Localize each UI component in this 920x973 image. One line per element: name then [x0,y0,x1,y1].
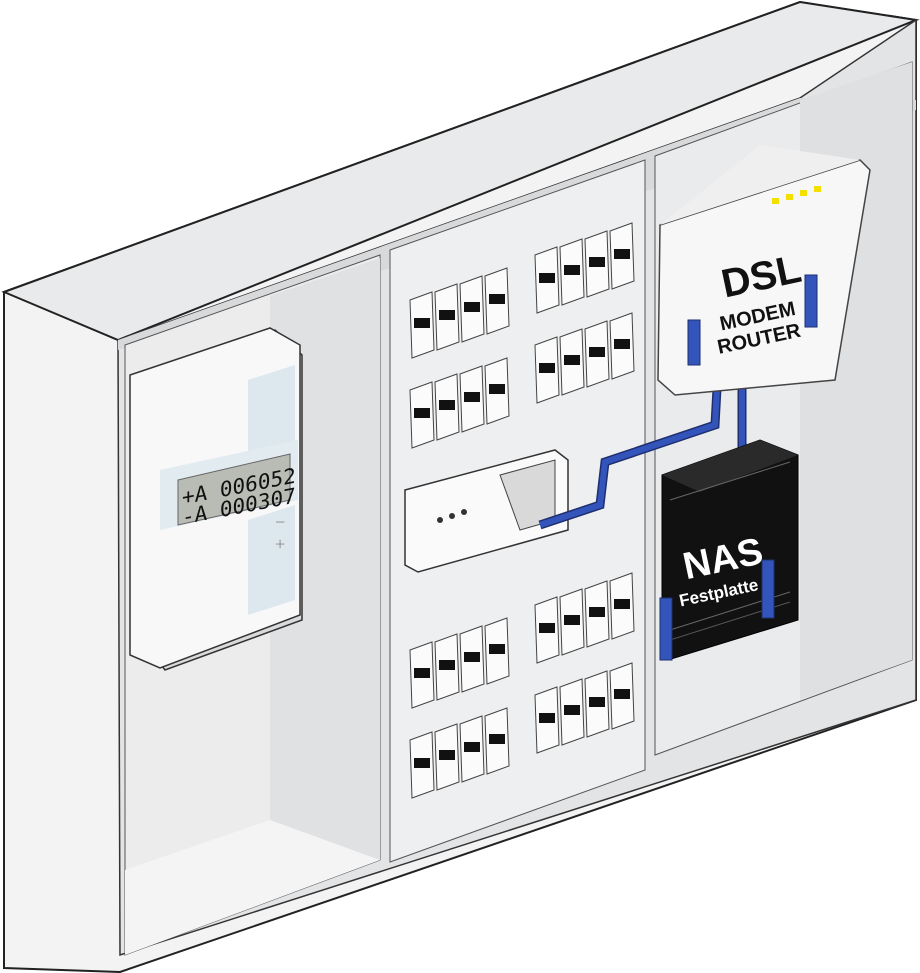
breaker-switch [539,273,555,283]
breaker-switch [414,318,430,328]
breaker-switch [489,734,505,744]
breaker-switch [414,668,430,678]
breaker-switch [614,599,630,609]
circuit-breakers [409,222,635,799]
breaker-switch [589,347,605,357]
meter-display [177,453,291,526]
breaker-switch [539,363,555,373]
breaker-switch [564,355,580,365]
breaker-switch [464,652,480,662]
breaker-switch [464,392,480,402]
breaker-switch [614,249,630,259]
breaker-switch [464,302,480,312]
breaker-switch [439,400,455,410]
nas-drive: NAS Festplatte [659,439,799,661]
breaker-switch [439,750,455,760]
breaker-switch [539,713,555,723]
breaker-switch [489,294,505,304]
breaker-switch [539,623,555,633]
breaker-switch [489,384,505,394]
dsl-modem-router: DSL MODEM ROUTER [657,145,871,396]
minus-icon: − [275,512,285,532]
breaker-switch [589,257,605,267]
breaker-switch [414,758,430,768]
breaker-switch [589,697,605,707]
breaker-switch [589,607,605,617]
breaker-switch [614,339,630,349]
breaker-switch [439,310,455,320]
breaker-switch [564,615,580,625]
breaker-switch [614,689,630,699]
electricity-meter: +A 006052 -A 000307 − + [129,327,303,671]
status-led-icons [772,186,821,204]
breaker-switch [564,265,580,275]
breaker-switch [489,644,505,654]
breaker-switch [439,660,455,670]
breaker-switch [414,408,430,418]
breaker-switch [564,705,580,715]
breaker-switch [464,742,480,752]
plus-icon: + [275,534,285,554]
